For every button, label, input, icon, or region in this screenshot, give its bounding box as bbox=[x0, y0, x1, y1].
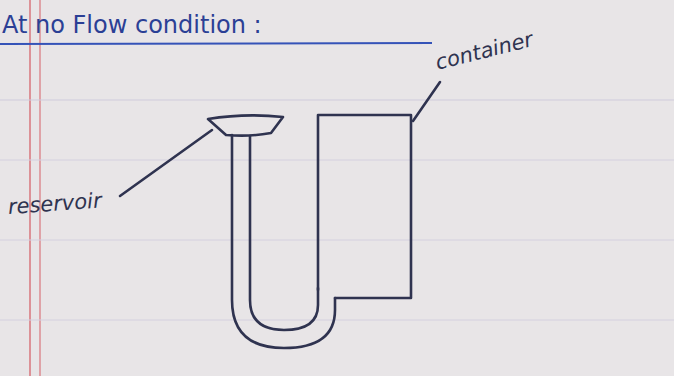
page-title: At no Flow condition : bbox=[2, 12, 262, 38]
ruled-line bbox=[0, 240, 674, 241]
part-label: reservoir bbox=[7, 189, 102, 219]
leader-line bbox=[120, 130, 212, 196]
u-tube-inner bbox=[250, 136, 318, 330]
ruled-line bbox=[0, 100, 674, 101]
ruled-line bbox=[0, 320, 674, 321]
reservoir-cup bbox=[208, 115, 283, 135]
u-tube-outer bbox=[232, 135, 335, 348]
title-underline bbox=[0, 43, 432, 44]
ruled-line bbox=[0, 160, 674, 161]
leader-line bbox=[413, 82, 440, 121]
container-vessel bbox=[318, 115, 411, 298]
part-label: container bbox=[433, 28, 535, 74]
